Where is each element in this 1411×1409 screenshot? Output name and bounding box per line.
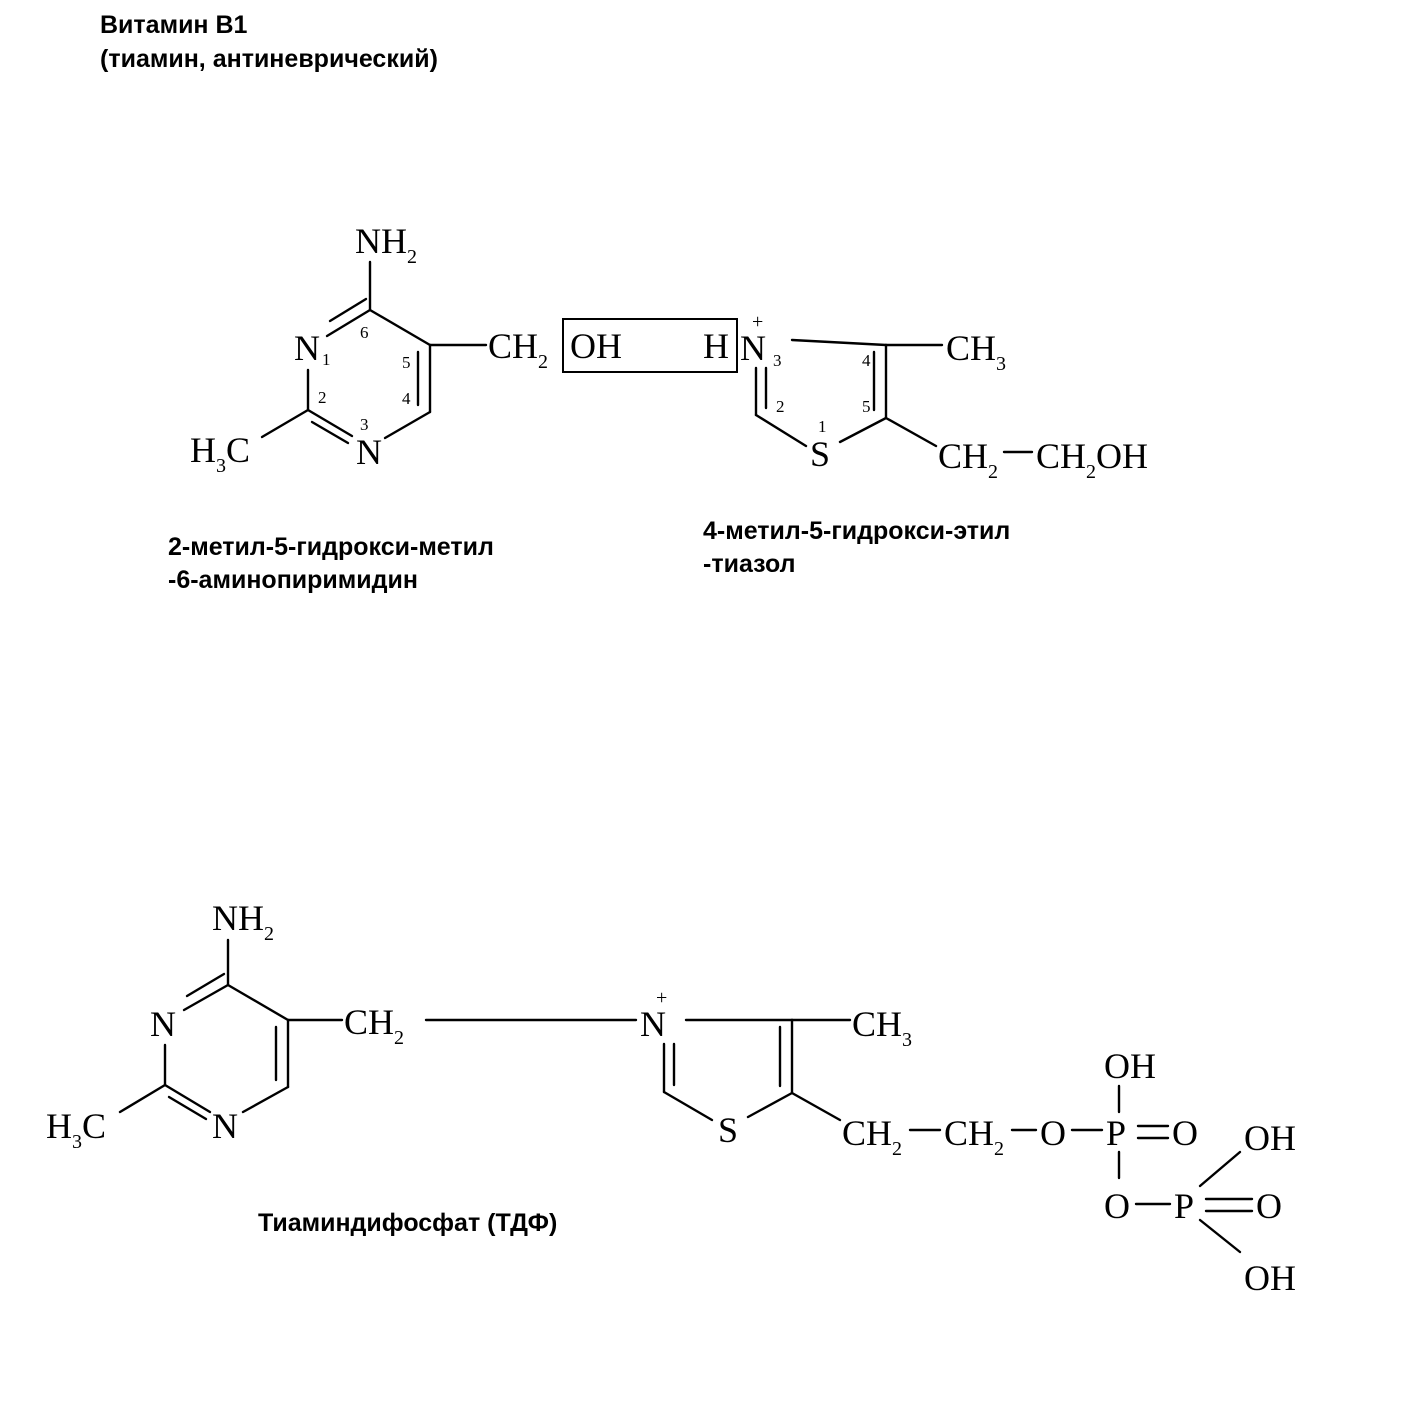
tdp-atom-o-p1-double: O	[1172, 1113, 1198, 1153]
tdp-atom-ch2-chain2: CH2	[944, 1113, 1004, 1160]
tdp-bond-c6-n1-double	[185, 972, 226, 998]
tdp-atom-ch2-bridge: CH2	[344, 1002, 404, 1049]
tdp-atom-o-bridge: O	[1104, 1186, 1130, 1226]
tdp-atom-oh-p2-upper: OH	[1244, 1118, 1296, 1158]
tdp-atom-nh2: NH2	[212, 898, 274, 945]
tdp-atom-s: S	[718, 1110, 738, 1150]
tdp-atom-n1: N	[150, 1004, 176, 1044]
tdp-bond-c4-n3	[241, 1085, 290, 1114]
ring-number-n3: 3	[360, 415, 369, 434]
ring-number-c4: 4	[402, 389, 411, 408]
pyrimidine-name-line1: 2-метил-5-гидрокси-метил	[168, 533, 494, 561]
atom-n3: N	[356, 432, 382, 472]
charge-plus: +	[752, 311, 763, 333]
bond-c5-s-thiazole	[838, 416, 888, 444]
bond-c6-c5	[368, 308, 432, 347]
tdp-bond-p2-oh-lower	[1198, 1218, 1242, 1254]
bond-c2-n3-double	[310, 420, 350, 445]
tdp-atom-n3: N	[212, 1106, 238, 1146]
pyrimidine-name-line2: -6-аминопиримидин	[168, 566, 418, 594]
ring-number-c2: 2	[318, 388, 327, 407]
atom-n1: N	[294, 328, 320, 368]
tdp-bond-c2-methyl	[118, 1083, 167, 1114]
tdp-atom-oh-p2-lower: OH	[1244, 1258, 1296, 1298]
bond-c6-n1	[325, 308, 372, 338]
bond-c5-ch2-chain	[884, 416, 938, 448]
tdp-charge-plus: +	[656, 987, 667, 1009]
tdp-bond-p2-oh-upper	[1198, 1150, 1242, 1188]
tdp-atom-p1: P	[1106, 1113, 1126, 1153]
ring-number-t1: 1	[818, 417, 827, 436]
atom-s-thiazole: S	[810, 434, 830, 474]
tdp-name: Тиаминдифосфат (ТДФ)	[258, 1209, 558, 1237]
tdp-atom-ch3: CH3	[852, 1004, 912, 1051]
ring-number-t4: 4	[862, 351, 871, 370]
ring-number-t2: 2	[776, 397, 785, 416]
atom-methyl-h3c: H3C	[190, 430, 250, 477]
atom-ch2oh-chain: CH2OH	[1036, 436, 1148, 483]
bond-c4-n3	[383, 410, 432, 440]
atom-h-boxed: H	[703, 326, 729, 366]
bond-c6-n1-double	[328, 297, 368, 323]
thiamine-structure: NH2 N 1 6 5 4 2 3 N H3C CH2 OH H N + 3 C…	[190, 221, 1148, 483]
page-subtitle: (тиамин, антиневрический)	[100, 45, 438, 73]
ring-number-n1: 1	[322, 350, 331, 369]
bond-s-c2-thiazole	[754, 413, 808, 448]
bond-c2-methyl	[260, 408, 310, 439]
tdp-atom-n3-thiazole: N	[640, 1004, 666, 1044]
tdp-bond-c6-c5	[226, 983, 290, 1022]
tdp-structure: NH2 N N H3C CH2 N + CH3	[46, 898, 1296, 1298]
tdp-bond-c2-n3	[163, 1083, 212, 1114]
thiazole-name-line1: 4-метил-5-гидрокси-этил	[703, 517, 1011, 545]
tdp-atom-o-ester: O	[1040, 1113, 1066, 1153]
atom-oh-boxed: OH	[570, 326, 622, 366]
atom-n3-thiazole: N	[740, 328, 766, 368]
ring-number-c5: 5	[402, 353, 411, 372]
tdp-bond-c2-n3-double	[167, 1095, 208, 1121]
tdp-bond-s-c2	[662, 1090, 714, 1122]
tdp-atom-methyl-h3c: H3C	[46, 1106, 106, 1153]
water-elimination-box	[562, 318, 738, 373]
atom-nh2: NH2	[355, 221, 417, 268]
tdp-atom-o-p2-double: O	[1256, 1186, 1282, 1226]
tdp-atom-ch2-chain1: CH2	[842, 1113, 902, 1160]
ring-number-c6: 6	[360, 323, 369, 342]
tdp-bond-c6-n1	[182, 983, 230, 1012]
tdp-atom-p2: P	[1174, 1186, 1194, 1226]
tdp-bond-c5-s	[746, 1091, 794, 1119]
tdp-bond-c5-ch2	[790, 1091, 842, 1122]
tdp-atom-oh-p1: OH	[1104, 1046, 1156, 1086]
atom-ch2-chain: CH2	[938, 436, 998, 483]
ring-number-t3: 3	[773, 351, 782, 370]
atom-ch3-thiazole: CH3	[946, 328, 1006, 375]
bond-n3-c4-thiazole	[790, 338, 888, 347]
atom-ch2-bridge: CH2	[488, 326, 548, 373]
page-title: Витамин В1	[100, 11, 248, 39]
bond-c2-n3	[306, 408, 354, 438]
ring-number-t5: 5	[862, 397, 871, 416]
thiazole-name-line2: -тиазол	[703, 550, 796, 578]
